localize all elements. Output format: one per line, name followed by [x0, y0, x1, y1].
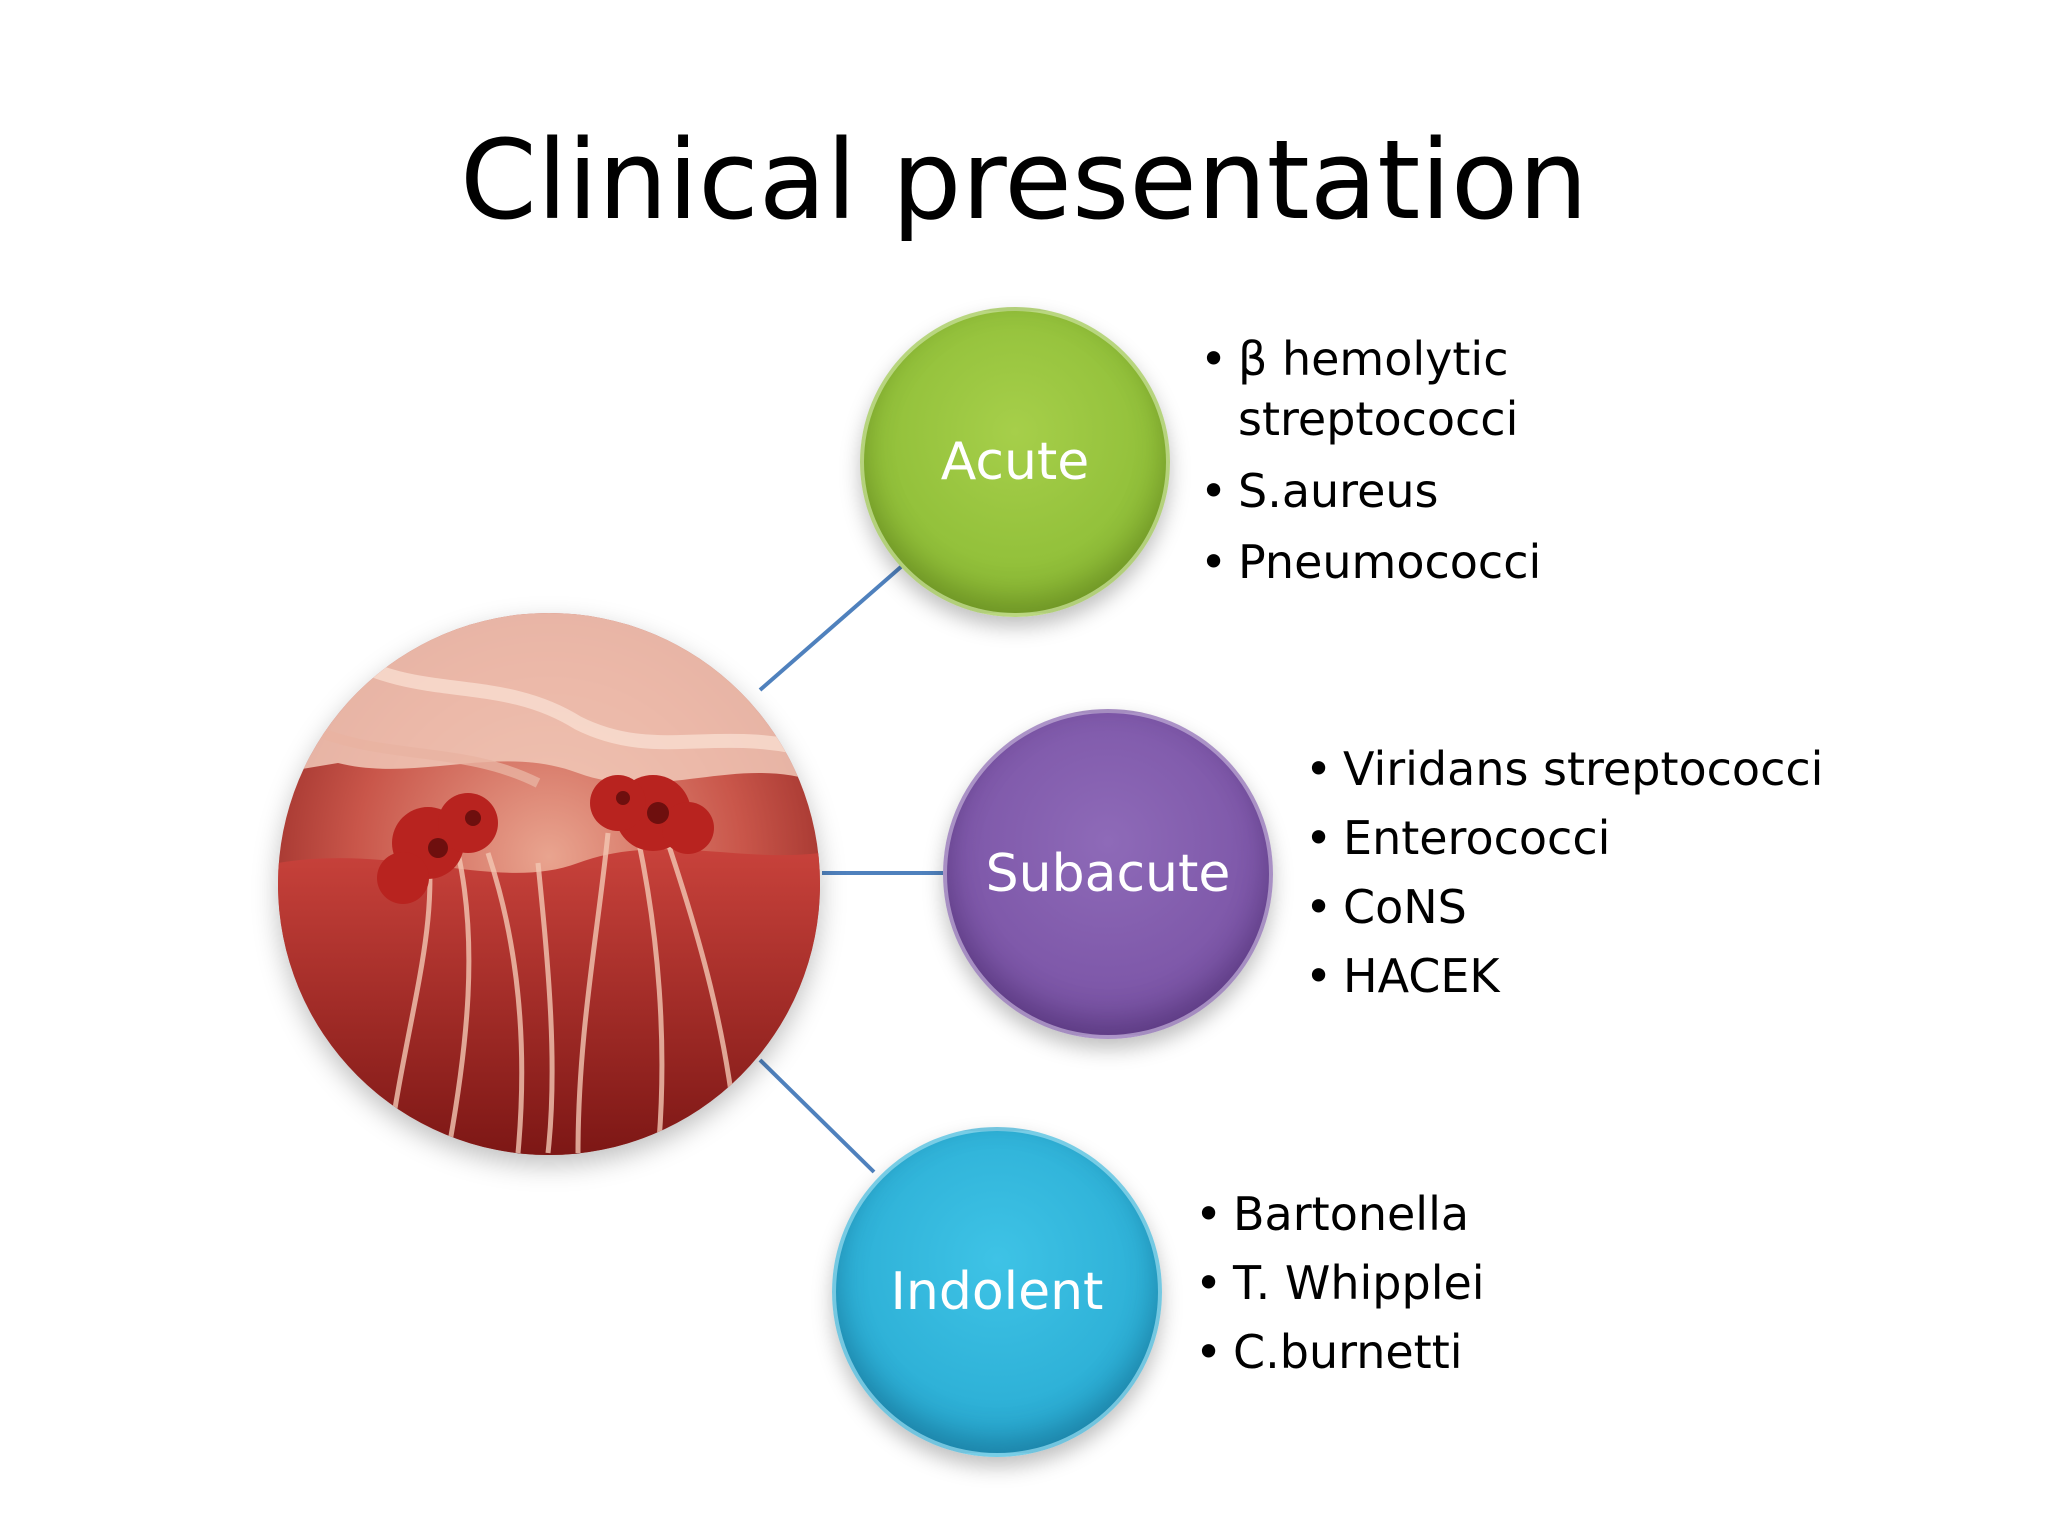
- slide-title: Clinical presentation: [460, 116, 1588, 244]
- list-item: Viridans streptococci: [1305, 735, 1865, 804]
- node-subacute: Subacute: [943, 709, 1273, 1039]
- indolent-organism-list: Bartonella T. Whipplei C.burnetti: [1195, 1180, 1615, 1387]
- connector-indolent: [758, 1058, 876, 1174]
- list-item: β hemolytic streptococci: [1200, 330, 1620, 450]
- subacute-organism-list: Viridans streptococci Enterococci CoNS H…: [1305, 735, 1865, 1011]
- node-subacute-label: Subacute: [985, 844, 1231, 904]
- list-item: HACEK: [1305, 942, 1865, 1011]
- connector-acute: [758, 564, 904, 692]
- heart-valve-vegetation-icon: [278, 613, 820, 1155]
- list-item: Bartonella: [1195, 1180, 1615, 1249]
- list-item: Pneumococci: [1200, 533, 1620, 593]
- node-acute: Acute: [860, 307, 1170, 617]
- list-item: S.aureus: [1200, 462, 1620, 522]
- list-item: CoNS: [1305, 873, 1865, 942]
- node-acute-label: Acute: [940, 432, 1090, 492]
- node-indolent-label: Indolent: [890, 1262, 1104, 1322]
- list-item: T. Whipplei: [1195, 1249, 1615, 1318]
- acute-organism-list: β hemolytic streptococci S.aureus Pneumo…: [1200, 330, 1620, 605]
- list-item: C.burnetti: [1195, 1318, 1615, 1387]
- node-indolent: Indolent: [832, 1127, 1162, 1457]
- list-item: Enterococci: [1305, 804, 1865, 873]
- heart-valve-photo: [278, 613, 820, 1155]
